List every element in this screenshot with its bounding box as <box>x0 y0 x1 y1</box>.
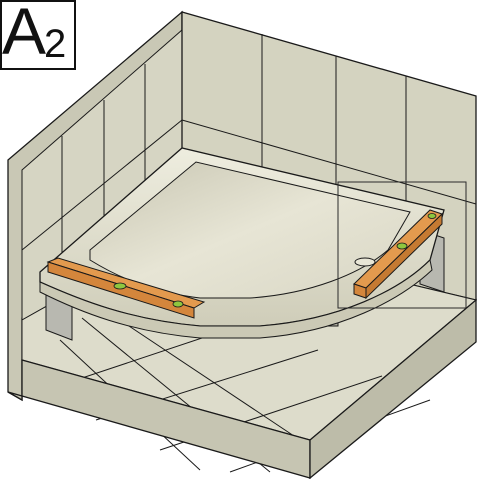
shower-tray <box>39 147 445 339</box>
spirit-level-icon <box>113 282 184 308</box>
spirit-level-left <box>46 257 206 319</box>
drain-icon <box>354 257 376 267</box>
floor-slab <box>7 298 477 479</box>
spirit-level-right <box>353 209 443 300</box>
figure-label-index: 2 <box>44 22 67 66</box>
figure-label: A 2 <box>0 0 76 70</box>
spirit-level-icon <box>396 213 437 250</box>
figure-label-letter: A <box>2 0 47 68</box>
detail-frame <box>337 181 467 309</box>
